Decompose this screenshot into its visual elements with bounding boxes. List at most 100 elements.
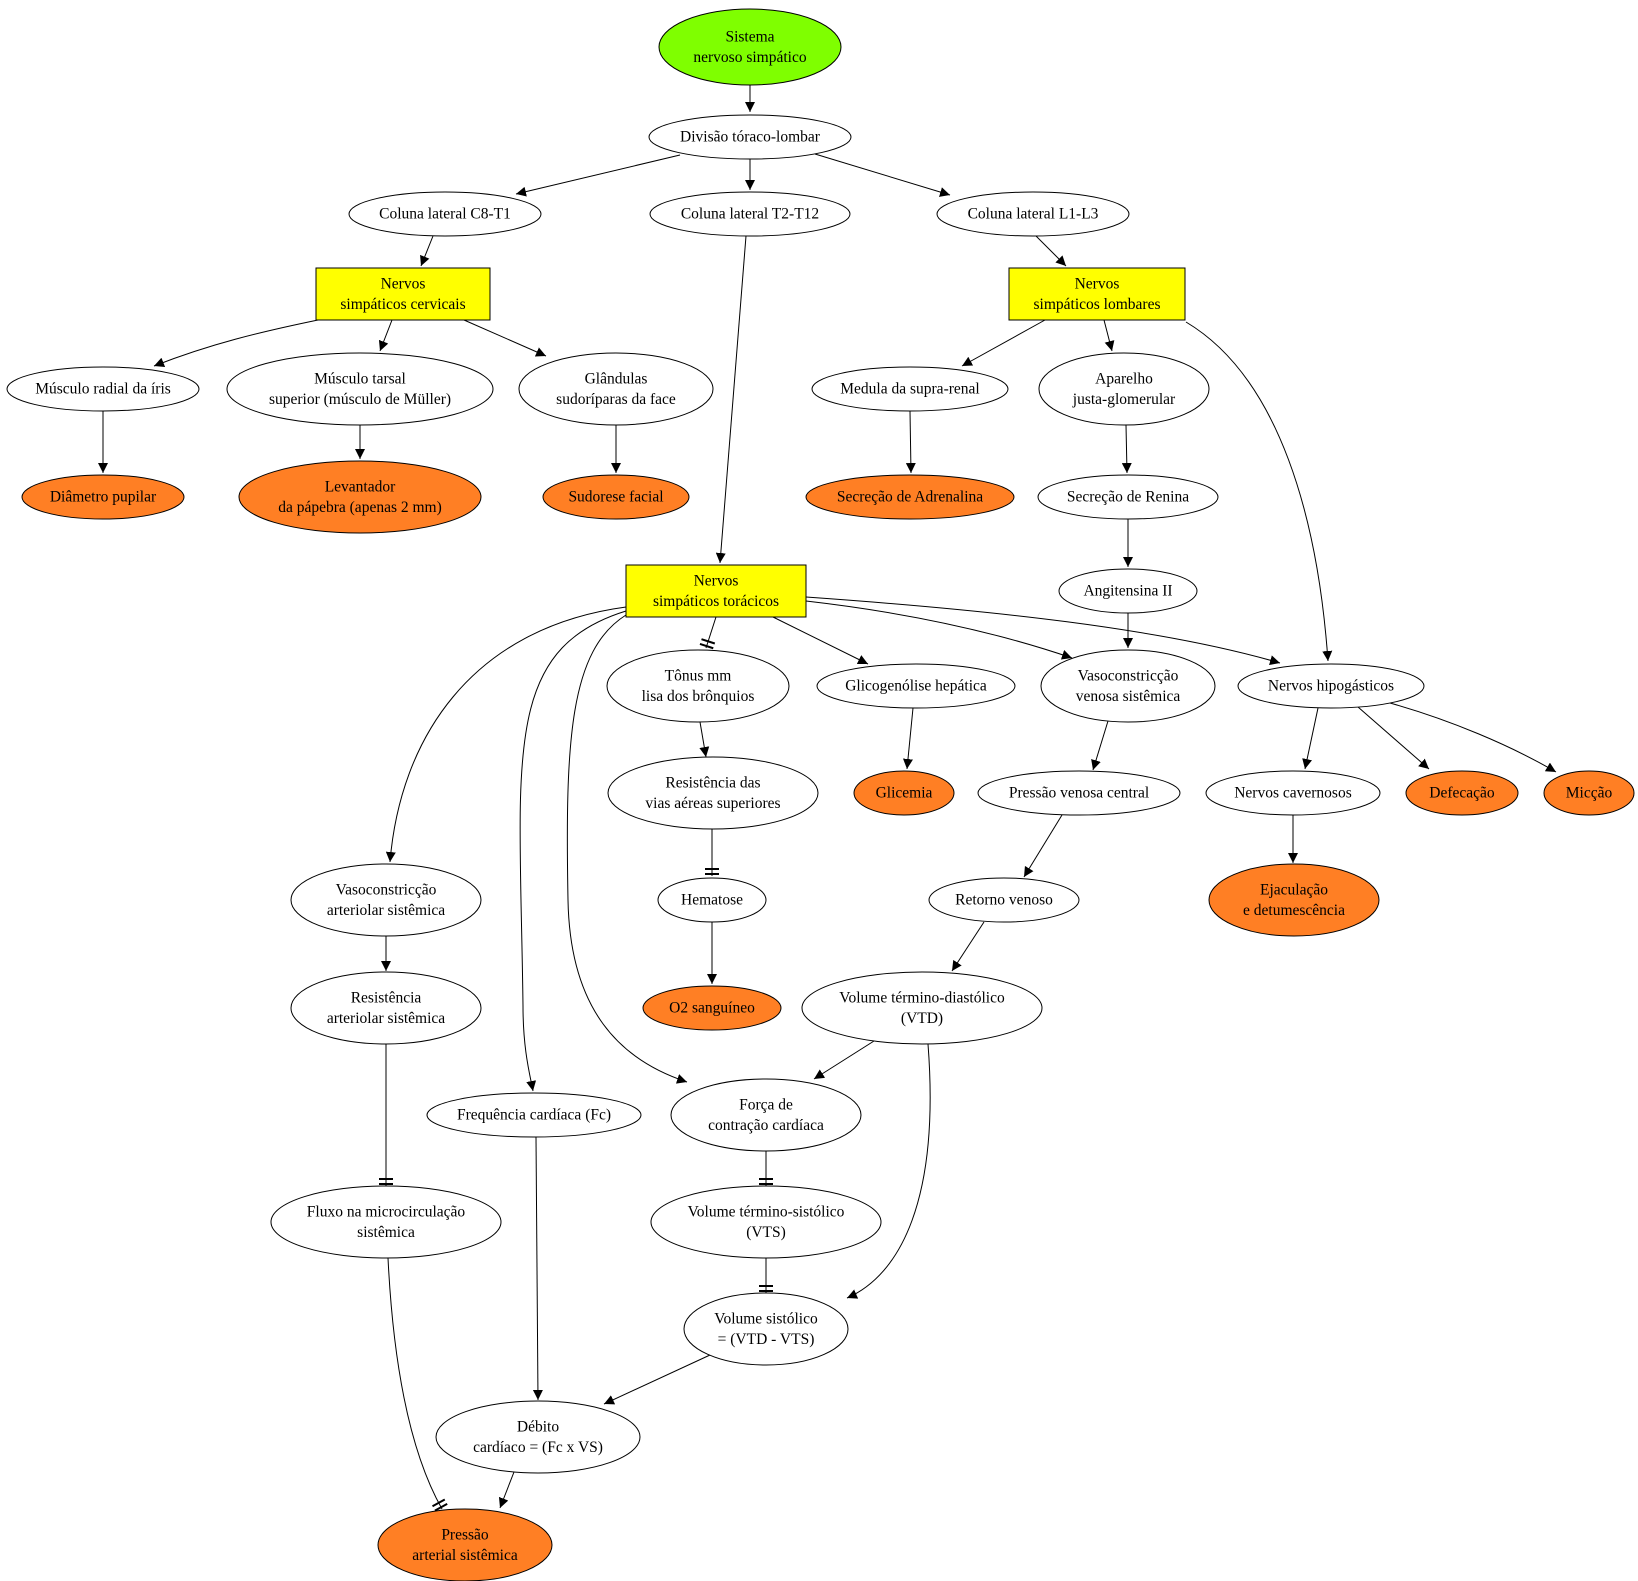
arrow-edge-line xyxy=(1302,707,1319,770)
edge-toracicos-to-vasovenosa xyxy=(805,600,1073,660)
node-vts: Volume término-sistólico(VTS) xyxy=(650,1185,882,1259)
node-box xyxy=(1008,267,1186,321)
edge-vtd-to-vs xyxy=(846,1043,931,1299)
edge-toracicos-to-tonus xyxy=(699,616,717,650)
arrow-edge-line xyxy=(715,235,747,564)
node-label: superior (músculo de Müller) xyxy=(269,391,451,408)
node-ellipse xyxy=(1405,770,1519,816)
node-ellipse xyxy=(1038,352,1210,426)
edge-vts-to-vs xyxy=(759,1258,773,1293)
node-adrenalina: Secreção de Adrenalina xyxy=(805,474,1015,520)
node-label: Nervos hipogásticos xyxy=(1268,678,1394,695)
node-o2: O2 sanguíneo xyxy=(642,985,782,1031)
edge-hipogastricos-to-miccao xyxy=(1389,702,1557,773)
node-c8t1: Coluna lateral C8-T1 xyxy=(348,191,542,237)
arrow-edge-line xyxy=(153,319,319,367)
node-ellipse xyxy=(977,770,1181,816)
node-defecacao: Defecação xyxy=(1405,770,1519,816)
node-box xyxy=(625,564,807,618)
node-label: Divisão tóraco-lombar xyxy=(680,129,821,146)
node-label: Vasoconstricção xyxy=(336,881,437,898)
node-ellipse xyxy=(853,770,955,816)
node-retorno: Retorno venoso xyxy=(928,877,1080,923)
edge-vasovenosa-to-pvc xyxy=(1091,720,1109,771)
arrow-edge-line xyxy=(532,1136,543,1401)
node-ellipse xyxy=(348,191,542,237)
arrow-edge-line xyxy=(903,707,914,770)
node-ellipse xyxy=(1237,663,1425,709)
edge-l1l3-to-lombares xyxy=(1035,235,1067,267)
node-glicogenolise: Glicogenólise hepática xyxy=(816,663,1016,709)
node-label: justa-glomerular xyxy=(1072,391,1176,408)
edge-t2t12-to-toracicos xyxy=(715,235,747,564)
node-renina: Secreção de Renina xyxy=(1037,474,1219,520)
arrow-edge-line xyxy=(805,596,1281,666)
arrow-edge-line xyxy=(1035,235,1067,267)
node-cavernosos: Nervos cavernosos xyxy=(1205,770,1381,816)
arrow-edge-line xyxy=(1185,321,1333,662)
node-ellipse xyxy=(542,474,690,520)
node-ellipse xyxy=(670,1078,862,1152)
node-label: = (VTD - VTS) xyxy=(718,1331,815,1348)
arrow-edge-line xyxy=(463,319,547,357)
edge-cervicais-to-tarsal xyxy=(378,319,393,352)
node-ellipse xyxy=(238,460,482,534)
node-l1l3: Coluna lateral L1-L3 xyxy=(936,191,1130,237)
node-label: sudoríparas da face xyxy=(556,391,676,408)
node-label: simpáticos torácicos xyxy=(653,593,779,610)
node-label: sistêmica xyxy=(357,1224,415,1241)
arrow-edge-line xyxy=(805,600,1073,660)
node-label: da pápebra (apenas 2 mm) xyxy=(278,499,442,516)
node-label: Diâmetro pupilar xyxy=(50,489,157,506)
arrow-edge-line xyxy=(814,153,951,197)
node-ellipse xyxy=(816,663,1016,709)
node-ellipse xyxy=(21,474,185,520)
node-label: Medula da supra-renal xyxy=(840,381,979,398)
node-label: Micção xyxy=(1566,785,1613,802)
node-label: Coluna lateral C8-T1 xyxy=(379,206,511,223)
node-miccao: Micção xyxy=(1543,770,1635,816)
node-ellipse xyxy=(811,366,1009,412)
node-vs: Volume sistólico= (VTD - VTS) xyxy=(683,1292,849,1366)
node-label: cardíaco = (Fc x VS) xyxy=(473,1439,603,1456)
node-ellipse xyxy=(226,352,494,426)
node-label: Nervos xyxy=(1075,275,1120,292)
node-label: Fluxo na microcirculação xyxy=(307,1203,466,1220)
node-label: Vasoconstricção xyxy=(1078,667,1179,684)
arrow-edge-line xyxy=(385,606,627,863)
edge-toracicos-to-fc xyxy=(519,610,627,1092)
edge-hipogastricos-to-cavernosos xyxy=(1302,707,1319,770)
node-ellipse xyxy=(658,8,842,86)
node-label: Sudorese facial xyxy=(568,489,663,506)
node-pressao: Pressão arterial sistêmica xyxy=(377,1508,553,1581)
node-ellipse xyxy=(290,863,482,937)
arrow-edge-line xyxy=(1103,319,1115,352)
edge-fluxo-to-pressao xyxy=(387,1257,448,1512)
edge-resvias-to-hematose xyxy=(705,829,719,876)
node-label: Força de xyxy=(739,1096,793,1113)
node-label: Sistema xyxy=(725,28,774,45)
node-ellipse xyxy=(518,352,714,426)
node-label: Pressão xyxy=(441,1526,489,1543)
node-label: lisa dos brônquios xyxy=(642,688,755,705)
node-label: arteriolar sistêmica xyxy=(327,1010,445,1027)
node-label: Resistência das xyxy=(665,774,760,791)
node-label: Nervos xyxy=(381,275,426,292)
node-label: arterial sistêmica xyxy=(412,1547,518,1564)
node-label: (VTS) xyxy=(746,1224,786,1241)
node-ellipse xyxy=(642,985,782,1031)
node-label: Retorno venoso xyxy=(955,892,1053,909)
node-label: Débito xyxy=(517,1418,559,1435)
node-ellipse xyxy=(657,877,767,923)
arrow-edge-line xyxy=(961,319,1046,367)
arrow-edge-line xyxy=(905,410,916,474)
edge-toraco-to-l1l3 xyxy=(814,153,951,197)
